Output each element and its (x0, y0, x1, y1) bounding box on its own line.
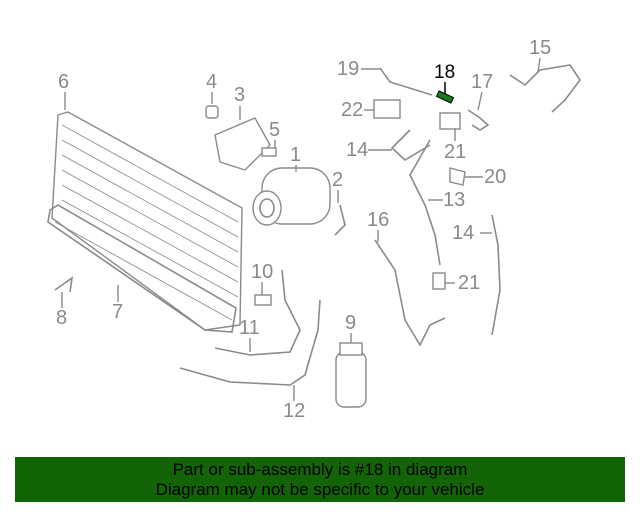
callout-20[interactable]: 20 (484, 166, 507, 188)
callout-16[interactable]: 16 (367, 209, 390, 231)
bolt-part-5 (261, 147, 277, 157)
drier-part-9 (335, 342, 367, 408)
bushing-part-4 (205, 105, 219, 119)
parts-diagram (47, 57, 581, 408)
callout-19[interactable]: 19 (337, 58, 360, 80)
switch-part-10 (254, 294, 272, 306)
condenser-part-6-7 (47, 111, 243, 333)
callout-21-upper[interactable]: 21 (444, 141, 467, 163)
hose-part-18 (435, 90, 455, 104)
callout-22[interactable]: 22 (341, 99, 364, 121)
callout-14-lower[interactable]: 14 (452, 222, 475, 244)
bracket-part-2 (334, 204, 346, 236)
callout-leaders (61, 57, 541, 401)
bracket-part-3 (214, 117, 271, 171)
hoses (179, 64, 581, 386)
callout-12[interactable]: 12 (283, 400, 306, 422)
callout-13[interactable]: 13 (443, 189, 466, 211)
callout-10[interactable]: 10 (251, 261, 274, 283)
callout-5[interactable]: 5 (269, 119, 281, 141)
callout-4[interactable]: 4 (206, 71, 218, 93)
callout-7[interactable]: 7 (112, 301, 124, 323)
callout-8[interactable]: 8 (56, 307, 68, 329)
callout-11[interactable]: 11 (239, 317, 260, 339)
callout-1[interactable]: 1 (290, 144, 302, 166)
bracket-part-8 (54, 276, 74, 293)
info-banner: Part or sub-assembly is #18 in diagram D… (15, 457, 625, 502)
callout-15[interactable]: 15 (529, 37, 552, 59)
callout-18-highlighted[interactable]: 18 (434, 62, 456, 83)
callout-14-upper[interactable]: 14 (346, 139, 369, 161)
banner-line-part: Part or sub-assembly is #18 in diagram (172, 460, 468, 479)
callout-3[interactable]: 3 (234, 84, 246, 106)
callout-2[interactable]: 2 (332, 169, 344, 191)
compressor-part-1 (252, 167, 331, 226)
banner-line-disclaimer: Diagram may not be specific to your vehi… (155, 480, 485, 499)
seal-kits (373, 99, 466, 290)
callout-6[interactable]: 6 (58, 71, 70, 93)
callout-17[interactable]: 17 (471, 71, 494, 93)
callout-21-lower[interactable]: 21 (458, 272, 481, 294)
callout-9[interactable]: 9 (345, 312, 357, 334)
